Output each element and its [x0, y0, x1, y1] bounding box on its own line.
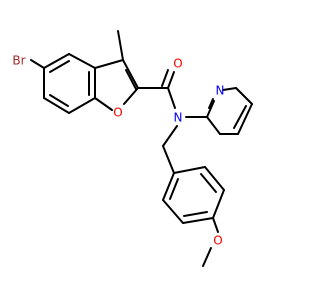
- bond-ar-c2-c3-inner: [200, 173, 217, 193]
- bond-py-c2-n: [206, 100, 215, 118]
- background: [0, 0, 300, 300]
- bond-ar-c5-c6: [162, 199, 184, 224]
- bond-ar-c3-c4: [212, 189, 225, 219]
- bond-c4-c3a: [68, 53, 96, 69]
- bond-ar-c4-c5: [182, 217, 214, 224]
- bond-ch2-aryl: [162, 145, 175, 174]
- bond-py-c2-n-inner: [208, 98, 214, 109]
- bond-c7a-c7: [68, 97, 96, 114]
- bond-carbonyl-o-1: [167, 71, 175, 89]
- molecule-structure: Br O O N N O: [0, 0, 300, 300]
- bond-ar-c1-c2: [173, 166, 206, 174]
- bond-carbonyl-n: [167, 87, 176, 109]
- bond-c3-c2: [122, 59, 139, 89]
- atom-labels: Br O O N N O: [12, 54, 224, 248]
- bond-ar-c6-c1-inner: [169, 178, 179, 200]
- bond-c3a-c3: [94, 59, 124, 69]
- bond-py-c5-c4: [237, 103, 253, 135]
- bond-o1-c7a: [94, 97, 113, 111]
- bond-py-c6-c5: [235, 87, 253, 105]
- bond-ar-c4-c5-inner: [183, 211, 208, 217]
- atom-label-ether-oxygen: O: [213, 234, 222, 248]
- bond-ar-c2-c3: [204, 166, 225, 191]
- bonds: [30, 30, 253, 267]
- bond-ar-c4-o: [212, 217, 219, 233]
- structure-canvas: Br O O N N O: [0, 0, 300, 300]
- bond-c7-c6-inner: [49, 94, 69, 107]
- atom-label-pyridine-nitrogen: N: [216, 84, 225, 98]
- atom-label-bromine: Br: [12, 54, 25, 68]
- bond-c3-c2-inner: [125, 69, 137, 90]
- bond-br-c5: [30, 59, 45, 69]
- bond-c7-c6: [43, 97, 70, 114]
- bond-c5-c4-inner: [49, 60, 70, 73]
- atom-label-furan-oxygen: O: [113, 106, 122, 120]
- bond-n-ch2: [162, 125, 178, 147]
- bond-c5-c4: [43, 53, 70, 69]
- bond-o-methyl: [202, 247, 212, 267]
- bond-py-c3-c2: [206, 116, 221, 135]
- bond-c2-o1: [123, 87, 139, 105]
- bond-py-n-c6: [222, 87, 237, 91]
- bond-c3-methyl: [117, 30, 124, 61]
- atom-label-carbonyl-oxygen: O: [173, 57, 182, 71]
- bond-py-c5-c4-inner: [233, 105, 247, 129]
- atom-label-amide-nitrogen: N: [174, 111, 183, 125]
- bond-ar-c6-c1: [162, 172, 175, 201]
- bond-carbonyl-o-2: [161, 69, 169, 87]
